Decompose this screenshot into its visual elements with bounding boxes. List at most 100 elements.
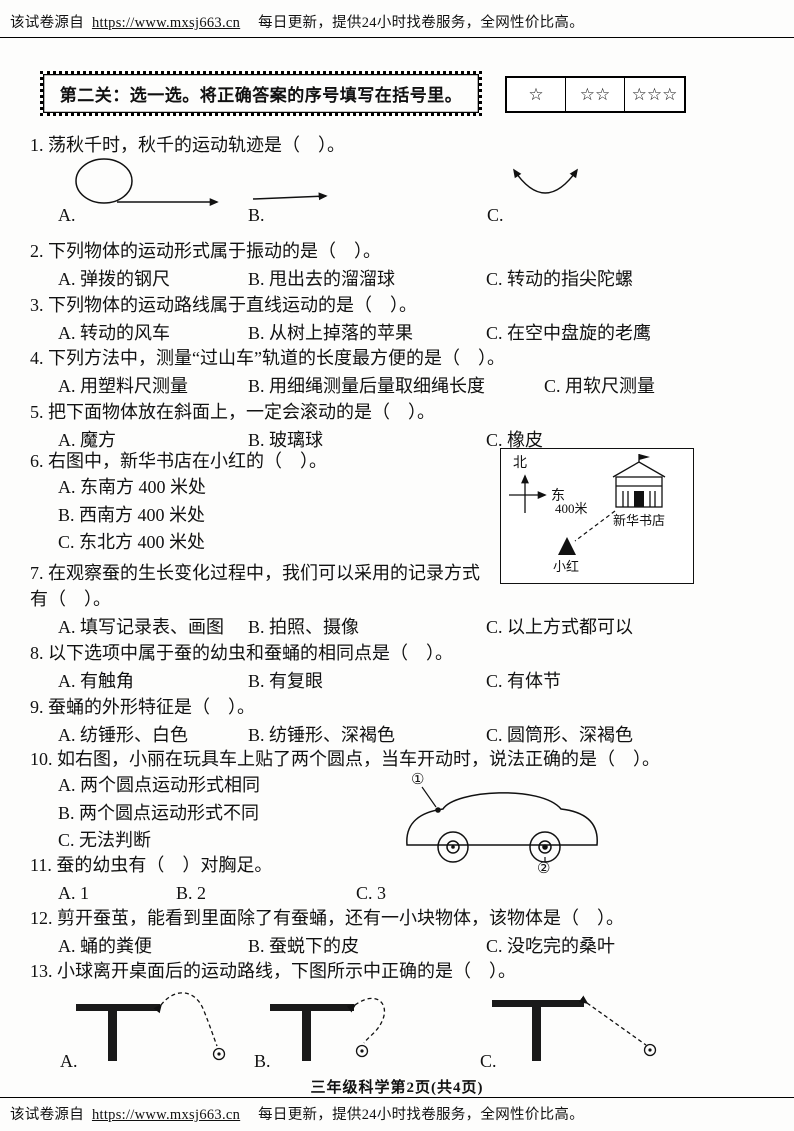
table-trajectory-b-icon	[270, 997, 386, 1061]
source-prefix: 该试卷源自	[10, 1107, 84, 1123]
question-2: 2. 下列物体的运动形式属于振动的是（ ）。 A. 弹拨的钢尺 B. 甩出去的溜…	[30, 238, 780, 292]
option-b: B. 蚕蜕下的皮	[248, 936, 360, 956]
question-12-options: A. 蛹的粪便 B. 蚕蜕下的皮 C. 没吃完的桑叶	[30, 933, 780, 959]
option-c-label: C.	[487, 205, 504, 225]
question-8-options: A. 有触角 B. 有复眼 C. 有体节	[30, 668, 780, 694]
star-cell-3: ☆☆☆	[631, 84, 678, 104]
option-c: C. 在空中盘旋的老鹰	[486, 323, 652, 343]
svg-text:东: 东	[551, 488, 565, 504]
table-trajectory-c-icon	[492, 995, 657, 1061]
option-a-label: A.	[58, 205, 76, 225]
question-10-stem: 10. 如右图，小丽在玩具车上贴了两个圆点，当车开动时，说法正确的是（ ）。	[30, 749, 660, 769]
header-divider	[0, 37, 794, 38]
section-title: 第二关：选一选。将正确答案的序号填写在括号里。	[59, 86, 463, 105]
arc-trajectory-icon	[513, 168, 578, 194]
option-c: C. 没吃完的桑叶	[486, 936, 616, 956]
option-a: A. 用塑料尺测量	[58, 376, 188, 396]
point-1-dot	[435, 807, 441, 813]
question-11-options: A. 1 B. 2 C. 3	[30, 880, 780, 906]
source-note-bottom: 该试卷源自 https://www.mxsj663.cn 每日更新，提供24小时…	[10, 1103, 584, 1124]
option-a: A. 纺锤形、白色	[58, 725, 188, 745]
figure-13b: B.	[252, 984, 462, 1080]
option-a-label: A.	[60, 1051, 78, 1071]
option-c: C. 转动的指尖陀螺	[486, 269, 634, 289]
question-7-options: A. 填写记录表、画图 B. 拍照、摄像 C. 以上方式都可以	[30, 614, 780, 640]
question-7-stem: 7. 在观察蚕的生长变化过程中，我们可以采用的记录方式有（ ）。	[30, 563, 480, 609]
question-5: 5. 把下面物体放在斜面上，一定会滚动的是（ ）。 A. 魔方 B. 玻璃球 C…	[30, 399, 780, 453]
person-label: 小红	[553, 559, 579, 574]
option-c-label: C.	[480, 1051, 497, 1071]
option-a: A. 东南方 400 米处	[58, 477, 206, 497]
option-a: A. 填写记录表、画图	[58, 617, 224, 637]
bookstore-icon	[612, 454, 666, 508]
option-a: A. 1	[58, 883, 89, 903]
section-title-box: 第二关：选一选。将正确答案的序号填写在括号里。	[40, 71, 482, 116]
compass-icon: 北 东	[509, 455, 565, 513]
question-12-stem: 12. 剪开蚕茧，能看到里面除了有蚕蛹，还有一小块物体，该物体是（ ）。	[30, 908, 624, 928]
star-rating-box: ☆ ☆☆ ☆☆☆	[505, 76, 686, 113]
option-c: C. 东北方 400 米处	[58, 532, 206, 552]
question-4-stem: 4. 下列方法中，测量“过山车”轨道的长度最方便的是（ ）。	[30, 348, 505, 368]
figure-13c: C.	[478, 984, 688, 1080]
option-b: B. 甩出去的溜溜球	[248, 269, 396, 289]
option-a: A. 有触角	[58, 671, 134, 691]
question-7: 7. 在观察蚕的生长变化过程中，我们可以采用的记录方式有（ ）。 A. 填写记录…	[30, 560, 780, 640]
option-b: B. 2	[176, 883, 207, 903]
question-1-stem: 1. 荡秋千时，秋千的运动轨迹是（ ）。	[30, 135, 345, 155]
option-c: C. 无法判断	[58, 830, 152, 850]
question-11: 11. 蚕的幼虫有（ ）对胸足。 A. 1 B. 2 C. 3	[30, 852, 780, 906]
straight-arrow-icon	[252, 192, 328, 201]
question-13: 13. 小球离开桌面后的运动路线，下图所示中正确的是（ ）。 A. B.	[30, 958, 780, 1088]
option-b: B. 有复眼	[248, 671, 324, 691]
map-figure: 北 东 新华书店 400米	[500, 448, 694, 584]
toy-car-figure: ① ②	[406, 772, 598, 874]
option-b: B. 拍照、摄像	[248, 617, 360, 637]
option-b-label: B.	[248, 205, 265, 225]
question-12: 12. 剪开蚕茧，能看到里面除了有蚕蛹，还有一小块物体，该物体是（ ）。 A. …	[30, 905, 780, 959]
map-illustration: 北 东 新华书店 400米	[509, 454, 666, 574]
option-c: C. 橡皮	[486, 430, 544, 450]
option-a: A. 转动的风车	[58, 323, 170, 343]
front-wheel-icon	[437, 831, 469, 863]
person-marker-icon	[558, 537, 576, 555]
question-5-options: A. 魔方 B. 玻璃球 C. 橡皮	[30, 427, 780, 453]
question-9-options: A. 纺锤形、白色 B. 纺锤形、深褐色 C. 圆筒形、深褐色	[30, 722, 780, 748]
question-9: 9. 蚕蛹的外形特征是（ ）。 A. 纺锤形、白色 B. 纺锤形、深褐色 C. …	[30, 694, 780, 748]
source-note-top: 该试卷源自 https://www.mxsj663.cn 每日更新，提供24小时…	[10, 11, 584, 32]
point-2-label: ②	[537, 861, 550, 874]
page-number-label: 三年级科学第2页(共4页)	[310, 1080, 484, 1096]
option-a: A. 弹拨的钢尺	[58, 269, 170, 289]
car-body	[406, 792, 598, 846]
footer-divider	[0, 1097, 794, 1098]
option-c: C. 以上方式都可以	[486, 617, 634, 637]
question-3-stem: 3. 下列物体的运动路线属于直线运动的是（ ）。	[30, 295, 417, 315]
figure-13a: A.	[58, 984, 268, 1080]
star-cell-2: ☆☆	[566, 78, 625, 111]
option-b: B. 纺锤形、深褐色	[248, 725, 396, 745]
option-c: C. 3	[356, 883, 387, 903]
option-a: A. 两个圆点运动形式相同	[58, 775, 260, 795]
loop-trajectory-icon	[75, 158, 219, 206]
point-1-label: ①	[411, 772, 424, 788]
question-11-stem: 11. 蚕的幼虫有（ ）对胸足。	[30, 855, 273, 875]
question-10: 10. 如右图，小丽在玩具车上贴了两个圆点，当车开动时，说法正确的是（ ）。 A…	[30, 746, 780, 874]
option-b: B. 玻璃球	[248, 430, 324, 450]
source-suffix: 每日更新，提供24小时找卷服务，全网性价比高。	[258, 1107, 585, 1123]
option-c: C. 有体节	[486, 671, 562, 691]
question-3-options: A. 转动的风车 B. 从树上掉落的苹果 C. 在空中盘旋的老鹰	[30, 320, 780, 346]
option-b: B. 西南方 400 米处	[58, 504, 206, 525]
svg-text:北: 北	[513, 455, 527, 471]
question-4-options: A. 用塑料尺测量 B. 用细绳测量后量取细绳长度 C. 用软尺测量	[30, 373, 780, 399]
question-10-options: A. 两个圆点运动形式相同 B. 两个圆点运动形式不同 C. 无法判断	[30, 772, 780, 855]
source-url: https://www.mxsj663.cn	[91, 1107, 241, 1123]
question-2-options: A. 弹拨的钢尺 B. 甩出去的溜溜球 C. 转动的指尖陀螺	[30, 266, 780, 292]
star-cell-1: ☆	[507, 78, 566, 111]
question-6: 6. 右图中，新华书店在小红的（ ）。 A. 东南方 400 米处 B. 西南方…	[30, 448, 780, 584]
question-3: 3. 下列物体的运动路线属于直线运动的是（ ）。 A. 转动的风车 B. 从树上…	[30, 292, 780, 346]
question-2-stem: 2. 下列物体的运动形式属于振动的是（ ）。	[30, 241, 381, 261]
option-c: C. 用软尺测量	[544, 376, 656, 396]
question-1: 1. 荡秋千时，秋千的运动轨迹是（ ）。 A. B. C.	[30, 132, 780, 225]
question-4: 4. 下列方法中，测量“过山车”轨道的长度最方便的是（ ）。 A. 用塑料尺测量…	[30, 345, 780, 399]
option-a: A. 魔方	[58, 430, 116, 450]
